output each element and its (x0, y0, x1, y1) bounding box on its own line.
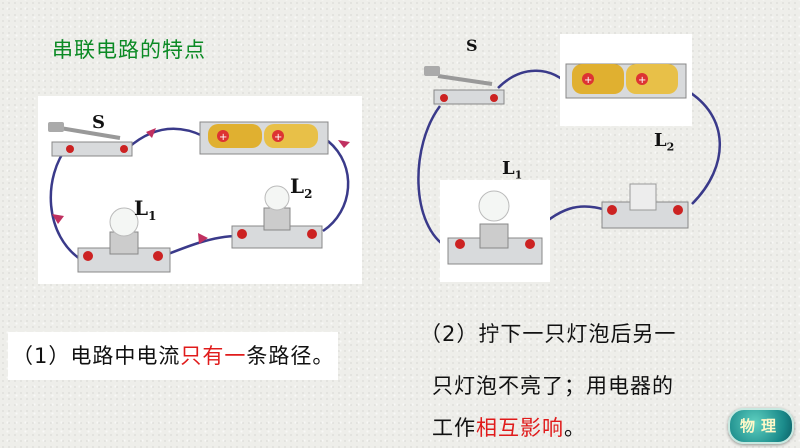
point1-highlight: 只有一 (180, 344, 247, 368)
physics-logo-badge: 物理 (728, 408, 794, 444)
left-switch-label: S (92, 112, 105, 133)
point1-suffix: 条路径。 (246, 344, 335, 368)
svg-text:+: + (638, 75, 646, 86)
lamp1-drawing (447, 190, 543, 265)
right-lamp1-panel (440, 180, 550, 282)
lamp2-drawing (601, 183, 689, 229)
point2-line3-suffix: 。 (564, 416, 586, 440)
page-title: 串联电路的特点 (52, 38, 206, 62)
svg-text:+: + (584, 75, 592, 86)
battery-drawing: + + (565, 63, 687, 99)
point2-highlight: 相互影响 (476, 416, 564, 440)
point2-line2: 只灯泡不亮了；用电器的 (432, 374, 674, 398)
left-circuit-diagram: + + (48, 121, 350, 273)
right-lamp2-label: L2 (654, 130, 675, 154)
point1-prefix: （1）电路中电流 (12, 344, 181, 368)
point2-line3-prefix: 工作 (432, 416, 476, 440)
left-circuit-figure: + + S L1 L2 (38, 96, 362, 284)
right-battery-panel: + + (560, 34, 692, 126)
point2-line3: 工作相互影响。 (432, 412, 586, 442)
point1-text: （1）电路中电流只有一条路径。 (8, 332, 339, 380)
right-circuit-figure: + + S L1 L2 (410, 26, 740, 282)
left-lamp2-label: L2 (290, 174, 313, 201)
left-lamp1-label: L1 (134, 196, 157, 223)
svg-text:+: + (219, 132, 227, 143)
right-lamp1-label: L1 (502, 158, 523, 182)
svg-text:+: + (274, 132, 282, 143)
right-switch-label: S (466, 36, 478, 55)
point2-line1: （2）拧下一只灯泡后另一 (420, 322, 677, 346)
